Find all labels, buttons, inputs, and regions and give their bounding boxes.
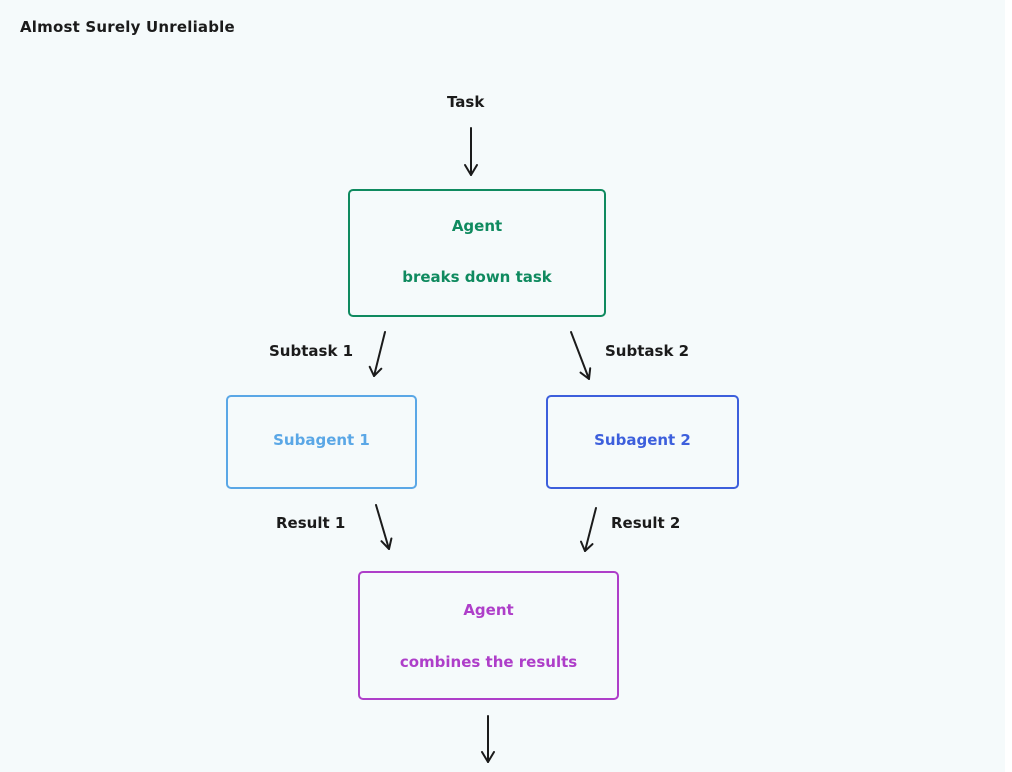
arrow-subagent2-to-agent bbox=[580, 507, 597, 552]
subtask1-label: Subtask 1 bbox=[269, 342, 354, 360]
subagent1-node: Subagent 1 bbox=[226, 395, 417, 489]
task-label: Task bbox=[447, 93, 485, 111]
agent-top-name: Agent bbox=[451, 217, 503, 235]
subagent1-name: Subagent 1 bbox=[273, 431, 370, 449]
subagent2-node: Subagent 2 bbox=[546, 395, 739, 489]
result2-label: Result 2 bbox=[611, 514, 681, 532]
agent-combines-node: Agent combines the results bbox=[358, 571, 619, 700]
arrow-task-to-agent bbox=[464, 127, 478, 176]
agent-breaks-down-node: Agent breaks down task bbox=[348, 189, 606, 317]
diagram-title: Almost Surely Unreliable bbox=[20, 18, 235, 36]
agent-bottom-name: Agent bbox=[463, 601, 514, 619]
agent-bottom-description: combines the results bbox=[399, 653, 578, 671]
arrow-subagent1-to-agent bbox=[375, 504, 393, 550]
agent-top-description: breaks down task bbox=[402, 268, 552, 286]
subtask2-label: Subtask 2 bbox=[605, 342, 690, 360]
arrow-agent-to-subagent2 bbox=[570, 331, 592, 380]
result1-label: Result 1 bbox=[276, 514, 346, 532]
arrow-agent-to-subagent1 bbox=[368, 331, 386, 377]
subagent2-name: Subagent 2 bbox=[594, 431, 691, 449]
arrow-agent-to-output bbox=[481, 715, 495, 763]
